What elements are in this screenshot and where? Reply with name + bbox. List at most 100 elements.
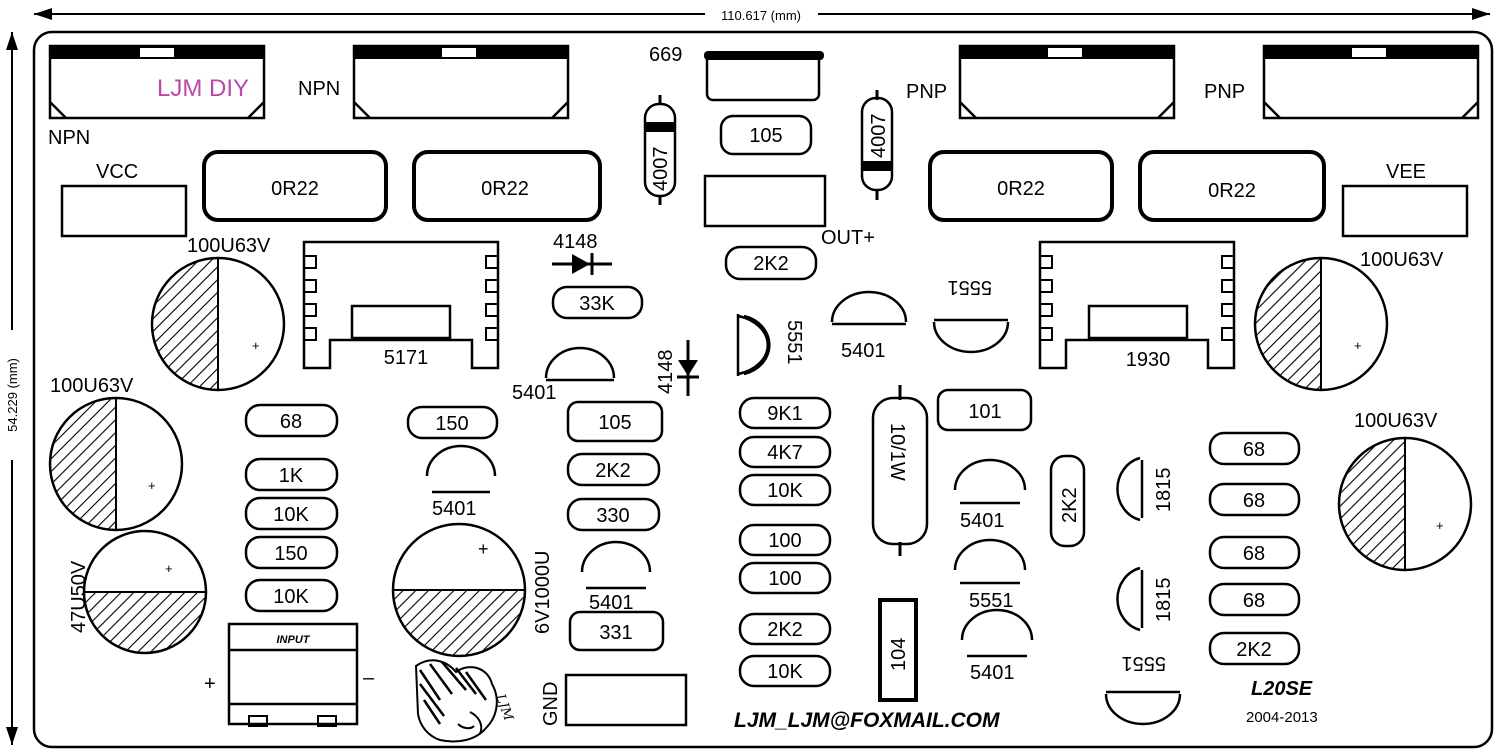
height-dimension: 54.229 (mm) bbox=[5, 32, 20, 745]
svg-text:331: 331 bbox=[599, 622, 632, 644]
height-dimension-label: 54.229 (mm) bbox=[5, 358, 20, 432]
right-resistor-column: 68 68 68 68 2K2 bbox=[1208, 431, 1301, 666]
svg-text:105: 105 bbox=[598, 412, 631, 434]
transistor-1815-upper-label: 1815 bbox=[1153, 468, 1175, 513]
resistor-331: 331 bbox=[568, 610, 665, 652]
svg-text:68: 68 bbox=[280, 411, 302, 433]
transistor-5551-flipped bbox=[932, 318, 1010, 354]
output-terminal bbox=[703, 174, 827, 228]
capacitor-100u-top-left: + bbox=[150, 256, 286, 392]
resistor-2k2-top: 2K2 bbox=[724, 245, 818, 281]
diode-4007-right: 4007 bbox=[860, 90, 894, 200]
left-resistor-column: 68 1K 10K 150 10K bbox=[244, 403, 339, 613]
output-transistor-npn-1 bbox=[48, 44, 266, 120]
vee-terminal bbox=[1341, 184, 1469, 238]
svg-text:68: 68 bbox=[1243, 439, 1265, 461]
capacitor-100u-bottom-right-label: 100U63V bbox=[1354, 410, 1438, 432]
svg-text:2K2: 2K2 bbox=[1236, 639, 1272, 661]
input-label: INPUT bbox=[277, 634, 311, 646]
resistor-101: 101 bbox=[936, 388, 1033, 432]
transistor-669-label: 669 bbox=[649, 44, 682, 66]
capacitor-100u-top-left-label: 100U63V bbox=[187, 235, 271, 257]
emitter-resistor-3: 0R22 bbox=[928, 150, 1114, 222]
resistor-10-1w: 10/1W bbox=[871, 385, 929, 556]
output-transistor-pnp-1 bbox=[958, 44, 1176, 120]
svg-text:2K2: 2K2 bbox=[595, 460, 631, 482]
capacitor-100u-mid-left: + bbox=[48, 396, 184, 532]
transistor-1815-lower-label: 1815 bbox=[1153, 578, 1175, 623]
svg-text:100: 100 bbox=[768, 568, 801, 590]
svg-text:0R22: 0R22 bbox=[271, 178, 319, 200]
svg-text:0R22: 0R22 bbox=[997, 178, 1045, 200]
svg-text:0R22: 0R22 bbox=[1208, 180, 1256, 202]
transistor-5401-lower-label: 5401 bbox=[589, 592, 634, 614]
width-dimension-label: 110.617 (mm) bbox=[721, 8, 801, 23]
svg-text:4K7: 4K7 bbox=[767, 442, 803, 464]
input-minus-label: – bbox=[363, 667, 375, 689]
output-transistor-pnp-2 bbox=[1262, 44, 1480, 120]
svg-text:5171: 5171 bbox=[384, 347, 429, 369]
vee-label: VEE bbox=[1386, 161, 1426, 183]
vcc-terminal bbox=[60, 184, 188, 238]
capacitor-100u-mid-left-label: 100U63V bbox=[50, 375, 134, 397]
resistor-105-top: 105 bbox=[719, 114, 813, 156]
mid-resistor-column: 105 2K2 330 bbox=[566, 400, 664, 532]
svg-text:1K: 1K bbox=[279, 465, 304, 487]
svg-text:150: 150 bbox=[435, 413, 468, 435]
svg-text:4007: 4007 bbox=[868, 114, 890, 159]
transistor-5551-vertical bbox=[736, 314, 771, 376]
diode-4148-vertical-label: 4148 bbox=[655, 350, 677, 395]
svg-text:105: 105 bbox=[749, 125, 782, 147]
emitter-resistor-2: 0R22 bbox=[412, 150, 602, 222]
svg-text:104: 104 bbox=[888, 638, 910, 671]
svg-text:68: 68 bbox=[1243, 490, 1265, 512]
logo-text: LJM DIY bbox=[157, 75, 249, 102]
transistor-5551-rc bbox=[953, 538, 1027, 585]
svg-text:10K: 10K bbox=[273, 504, 309, 526]
transistor-5401-rc2 bbox=[960, 608, 1034, 658]
width-dimension: 110.617 (mm) bbox=[34, 8, 1490, 23]
svg-text:100: 100 bbox=[768, 530, 801, 552]
diode-4148-horizontal bbox=[552, 253, 612, 275]
transistor-5551-rc-label: 5551 bbox=[969, 590, 1014, 612]
transistor-669 bbox=[704, 51, 824, 102]
svg-text:150: 150 bbox=[274, 543, 307, 565]
svg-text:101: 101 bbox=[968, 401, 1001, 423]
svg-text:33K: 33K bbox=[579, 293, 615, 315]
pnp-label-2: PNP bbox=[1204, 81, 1245, 103]
svg-text:68: 68 bbox=[1243, 543, 1265, 565]
transistor-5401-center bbox=[830, 290, 908, 326]
vcc-label: VCC bbox=[96, 161, 138, 183]
portrait-sketch-icon: LJM bbox=[414, 659, 516, 743]
center-resistor-column: 9K1 4K7 10K 100 100 2K2 10K bbox=[738, 396, 832, 688]
capacitor-47u: + bbox=[82, 529, 208, 655]
resistor-150-mid: 150 bbox=[406, 405, 499, 440]
svg-text:2K2: 2K2 bbox=[767, 619, 803, 641]
svg-text:+: + bbox=[252, 338, 260, 353]
transistor-5551-flipped-label: 5551 bbox=[948, 276, 993, 298]
capacitor-100u-top-right-label: 100U63V bbox=[1360, 249, 1444, 271]
svg-text:2K2: 2K2 bbox=[1059, 487, 1081, 523]
transistor-5401-mid-label: 5401 bbox=[432, 498, 477, 520]
svg-text:10K: 10K bbox=[767, 661, 803, 683]
svg-text:10K: 10K bbox=[273, 586, 309, 608]
board-outline bbox=[32, 30, 1494, 749]
transistor-5401-lower bbox=[580, 540, 652, 590]
svg-text:9K1: 9K1 bbox=[767, 403, 803, 425]
diode-4007-left: 4007 bbox=[643, 95, 677, 205]
capacitor-47u-label: 47U50V bbox=[68, 560, 90, 633]
svg-text:330: 330 bbox=[596, 505, 629, 527]
input-connector: INPUT bbox=[227, 622, 359, 727]
capacitor-100u-top-right: + bbox=[1253, 256, 1389, 392]
transistor-1815-upper bbox=[1116, 456, 1144, 522]
emitter-resistor-4: 0R22 bbox=[1138, 150, 1326, 222]
svg-text:1930: 1930 bbox=[1126, 349, 1171, 371]
transistor-5551-bottom-label: 5551 bbox=[1122, 652, 1167, 674]
pnp-label-1: PNP bbox=[906, 81, 947, 103]
svg-text:0R22: 0R22 bbox=[481, 178, 529, 200]
transistor-5401-rc2-label: 5401 bbox=[970, 662, 1015, 684]
svg-text:4007: 4007 bbox=[650, 147, 672, 192]
svg-text:+: + bbox=[1436, 518, 1444, 533]
driver-heatsink-right: 1930 bbox=[1038, 240, 1236, 371]
